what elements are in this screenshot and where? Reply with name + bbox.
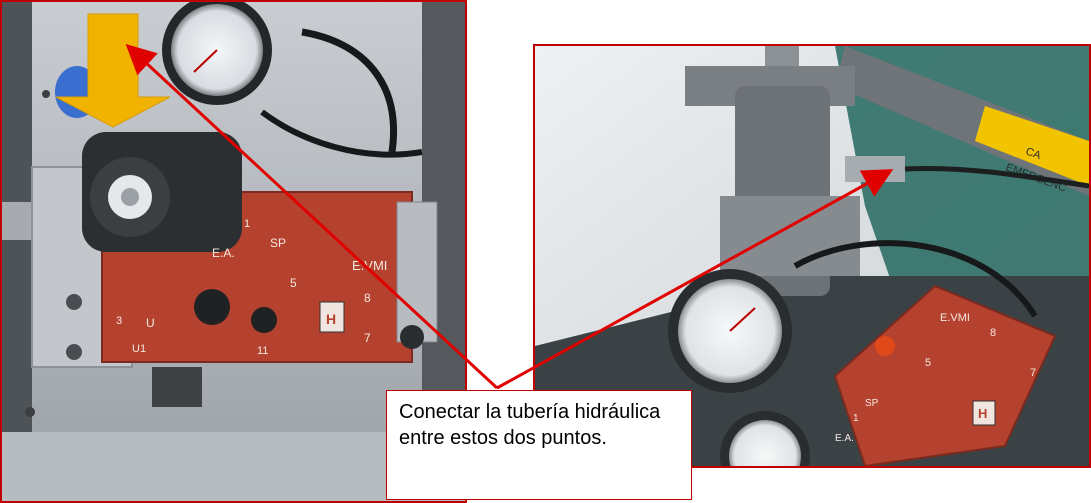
right-label-8: 8: [990, 327, 996, 339]
right-logo-mark: H: [978, 406, 987, 421]
label-u1: U1: [132, 343, 146, 355]
instruction-callout: Conectar la tubería hidráulica entre est…: [386, 390, 692, 500]
label-1: 1: [244, 218, 250, 230]
label-evmi: E.VMI: [352, 258, 387, 273]
label-3: 3: [116, 315, 122, 327]
label-7: 7: [364, 331, 371, 345]
right-label-7: 7: [1030, 367, 1036, 379]
label-11: 11: [257, 345, 268, 357]
right-label-sp: SP: [865, 398, 879, 409]
logo-mark: H: [326, 311, 336, 327]
label-u: U: [146, 316, 155, 330]
right-label-ea: E.A.: [835, 433, 854, 444]
right-label-evmi: E.VMI: [940, 312, 970, 324]
instruction-text: Conectar la tubería hidráulica entre est…: [399, 401, 661, 449]
tape-text-1: CA: [1024, 146, 1043, 163]
label-sp: SP: [270, 236, 286, 250]
label-ea: E.A.: [212, 246, 235, 260]
label-8: 8: [364, 291, 371, 305]
right-label-1: 1: [853, 413, 859, 424]
right-label-5: 5: [925, 357, 931, 369]
label-5: 5: [290, 276, 297, 290]
